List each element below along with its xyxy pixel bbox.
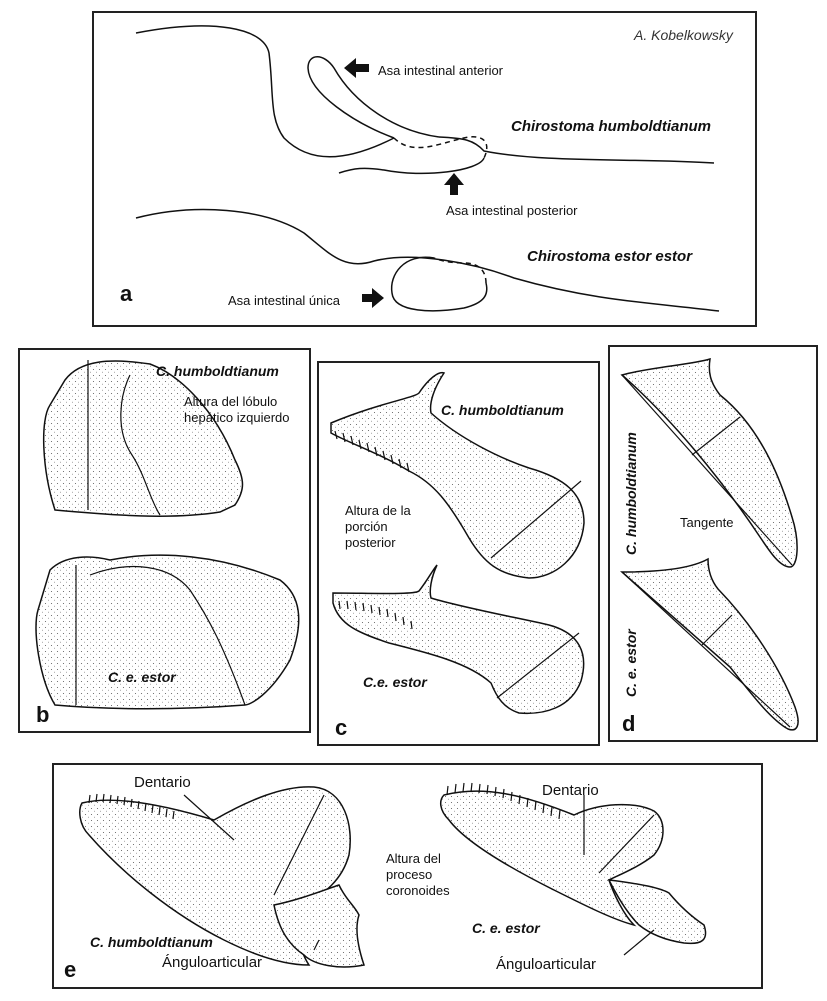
bone-estor xyxy=(620,557,799,731)
tangent-label: Tangente xyxy=(680,515,734,530)
label-posterior: Asa intestinal posterior xyxy=(446,203,578,218)
species-estor: C.e. estor xyxy=(363,674,427,690)
arrow-posterior-icon xyxy=(444,173,464,195)
intestine-humboldtianum-lower-line xyxy=(438,136,715,164)
teeth-2 xyxy=(338,600,413,630)
species-humboldtianum: C. humboldtianum xyxy=(90,934,213,950)
pointer-angulo-1 xyxy=(313,939,320,951)
bone-humboldtianum xyxy=(330,371,585,579)
arrow-unica-icon xyxy=(362,288,384,308)
panel-a: A. Kobelkowsky Asa intestinal anterior C… xyxy=(92,11,757,327)
species-estor: C. e. estor xyxy=(472,920,540,936)
panel-d: C. humboldtianum Tangente C. e. estor d xyxy=(608,345,818,742)
teeth-1 xyxy=(334,430,410,473)
intestine-estor-line xyxy=(135,208,720,312)
measure-line-c2 xyxy=(496,632,580,699)
lobe-divider-1 xyxy=(120,374,161,516)
label-anterior: Asa intestinal anterior xyxy=(378,63,504,78)
pointer-dentario-1 xyxy=(183,794,235,841)
bone-estor xyxy=(332,564,585,715)
bone-humboldtianum xyxy=(620,357,798,568)
label-unica: Asa intestinal única xyxy=(228,293,341,308)
teeth-left xyxy=(88,793,175,820)
posterior-loop-dashed xyxy=(393,136,488,159)
dentario-label-left: Dentario xyxy=(134,774,191,791)
jaw-diagram xyxy=(79,782,707,968)
measure-label-line2: porción xyxy=(345,519,388,534)
measure-line-d2 xyxy=(701,614,733,646)
species-humboldtianum: C. humboldtianum xyxy=(623,432,639,555)
lobe-divider-2 xyxy=(89,565,246,706)
tangent-diagram xyxy=(620,357,799,731)
measure-line-e1 xyxy=(273,794,325,896)
species-humboldtianum: C. humboldtianum xyxy=(156,363,279,379)
anguloarticular-estor xyxy=(607,879,707,945)
measure-line-e2 xyxy=(598,814,655,874)
author-credit: A. Kobelkowsky xyxy=(634,27,733,43)
tangent-line-1 xyxy=(621,374,793,566)
anguloarticular-label-right: Ánguloarticular xyxy=(496,956,597,973)
liver-humboldtianum xyxy=(42,360,244,517)
panel-letter-d: d xyxy=(622,711,636,736)
dentario-label-right: Dentario xyxy=(542,782,599,799)
anterior-loop xyxy=(307,56,440,139)
pointer-angulo-2 xyxy=(623,929,655,956)
liver-estor xyxy=(35,554,300,710)
panel-letter-e: e xyxy=(64,957,77,982)
measure-label-line2: proceso xyxy=(386,867,433,882)
species-humboldtianum: Chirostoma humboldtianum xyxy=(511,118,711,135)
measure-label-line1: Altura del xyxy=(386,851,441,866)
measure-label-line3: coronoides xyxy=(386,883,450,898)
measure-line-c1 xyxy=(490,480,582,559)
species-estor: Chirostoma estor estor xyxy=(527,248,693,265)
anguloarticular-humboldtianum xyxy=(273,884,365,968)
liver-diagram xyxy=(35,360,300,710)
measure-line-d1 xyxy=(691,416,741,456)
tangent-line-2 xyxy=(621,571,791,728)
opercle-diagram xyxy=(330,371,585,715)
posterior-loop xyxy=(338,157,485,175)
anguloarticular-label-left: Ánguloarticular xyxy=(162,954,263,971)
species-estor: C. e. estor xyxy=(623,629,639,697)
measure-label-line1: Altura de la xyxy=(345,503,411,518)
teeth-right xyxy=(446,782,561,820)
panel-letter-a: a xyxy=(120,281,133,306)
panel-b: C. humboldtianum Altura del lóbulo hepát… xyxy=(18,348,311,733)
panel-letter-c: c xyxy=(335,715,348,740)
panel-e: Dentario Altura del proceso coronoides D… xyxy=(52,763,763,989)
panel-letter-b: b xyxy=(36,702,50,727)
measure-label-line3: posterior xyxy=(345,535,396,550)
arrow-anterior-icon xyxy=(344,58,369,78)
measure-label-line1: Altura del lóbulo xyxy=(184,394,278,409)
species-humboldtianum: C. humboldtianum xyxy=(441,402,564,418)
panel-c: C. humboldtianum Altura de la porción po… xyxy=(317,361,600,746)
intestine-humboldtianum-upper-line xyxy=(135,25,395,158)
intestine-diagram xyxy=(135,25,720,312)
single-loop xyxy=(390,256,488,312)
measure-label-line2: hepático izquierdo xyxy=(184,410,290,425)
species-estor: C. e. estor xyxy=(108,669,176,685)
single-loop-dashed xyxy=(433,257,487,284)
